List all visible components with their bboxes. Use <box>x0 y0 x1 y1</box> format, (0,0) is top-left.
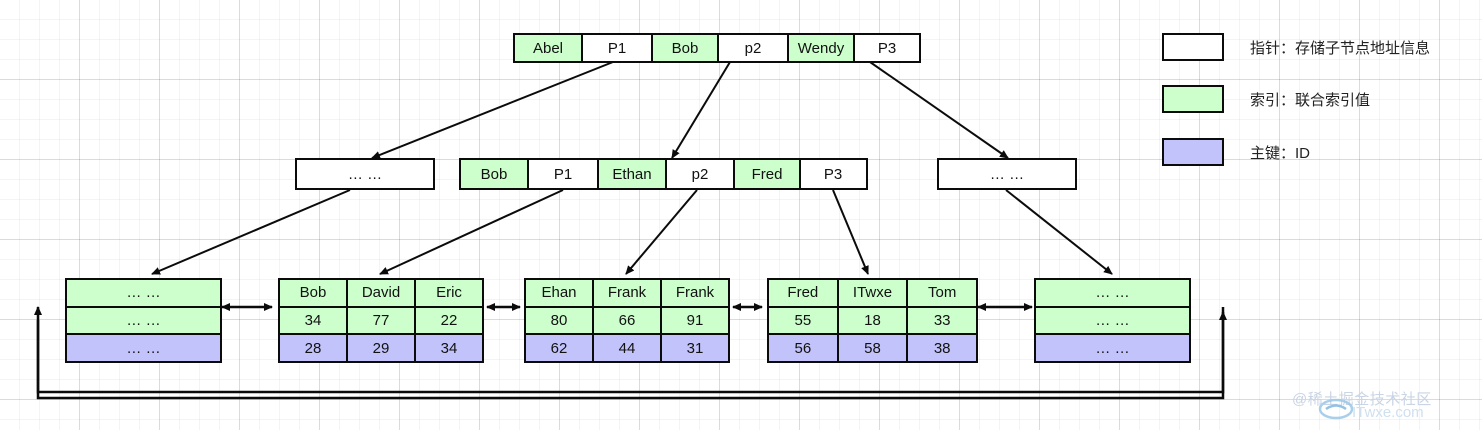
leaf-4-row-index-names: Fred ITwxe Tom <box>769 280 977 306</box>
internal-node-right[interactable]: … … <box>937 158 1077 190</box>
leaf-4-cell-0-1[interactable]: ITwxe <box>836 280 907 306</box>
legend-swatch-pointer <box>1162 33 1224 61</box>
root-cell-pointer-1[interactable]: P1 <box>581 35 651 61</box>
leaf-4-cell-0-2[interactable]: Tom <box>906 280 977 306</box>
internal-node-left[interactable]: … … <box>295 158 435 190</box>
root-cell-index-4[interactable]: Wendy <box>787 35 853 61</box>
internal-middle-cell-index-0[interactable]: Bob <box>461 160 527 188</box>
root-cell-pointer-3[interactable]: p2 <box>717 35 787 61</box>
internal-left-cell-0[interactable]: … … <box>297 160 433 188</box>
internal-middle-cell-index-2[interactable]: Ethan <box>597 160 665 188</box>
legend-item-pointer: 指针：存储子节点地址信息 <box>1162 33 1430 61</box>
internal-node-middle[interactable]: Bob P1 Ethan p2 Fred P3 <box>459 158 868 190</box>
watermark-logo-icon <box>1318 398 1354 420</box>
leaf-2-cell-0-2[interactable]: Eric <box>414 280 482 306</box>
leaf-1-row-index-names: … … <box>67 280 220 306</box>
leaf-2-row-index-names: Bob David Eric <box>280 280 482 306</box>
legend-label-primary-key: 主键：ID <box>1250 144 1311 162</box>
legend-swatch-index <box>1162 85 1224 113</box>
leaf-4-cell-0-0[interactable]: Fred <box>769 280 837 306</box>
leaf-3-row-index-names: Ehan Frank Frank <box>526 280 728 306</box>
legend-label-pointer: 指针：存储子节点地址信息 <box>1250 39 1431 57</box>
watermark-text: @稀土掘金技术社区 <box>1292 391 1432 408</box>
watermark-subtext: ITwxe.com <box>1352 404 1424 421</box>
leaf-5-row-index-names: … … <box>1036 280 1189 306</box>
internal-middle-cell-pointer-5[interactable]: P3 <box>799 160 865 188</box>
internal-middle-cell-pointer-3[interactable]: p2 <box>665 160 733 188</box>
leaf-2-cell-0-0[interactable]: Bob <box>280 280 346 306</box>
leaf-3-cell-0-1[interactable]: Frank <box>592 280 660 306</box>
internal-middle-cell-pointer-1[interactable]: P1 <box>527 160 597 188</box>
root-node[interactable]: Abel P1 Bob p2 Wendy P3 <box>513 33 921 63</box>
leaf-2-cell-0-1[interactable]: David <box>346 280 414 306</box>
legend-swatch-primary-key <box>1162 138 1224 166</box>
internal-right-cell-0[interactable]: … … <box>939 160 1075 188</box>
leaf-3-cell-0-2[interactable]: Frank <box>660 280 728 306</box>
leaf-5-cell-0-0[interactable]: … … <box>1036 280 1189 306</box>
leaf-1-cell-0-0[interactable]: … … <box>67 280 220 306</box>
legend-item-primary-key: 主键：ID <box>1162 138 1310 166</box>
legend-item-index: 索引：联合索引值 <box>1162 85 1370 113</box>
legend-label-index: 索引：联合索引值 <box>1250 91 1371 109</box>
root-cell-index-0[interactable]: Abel <box>515 35 581 61</box>
internal-middle-cell-index-4[interactable]: Fred <box>733 160 799 188</box>
leaf-3-cell-0-0[interactable]: Ehan <box>526 280 592 306</box>
root-cell-index-2[interactable]: Bob <box>651 35 717 61</box>
root-cell-pointer-5[interactable]: P3 <box>853 35 919 61</box>
